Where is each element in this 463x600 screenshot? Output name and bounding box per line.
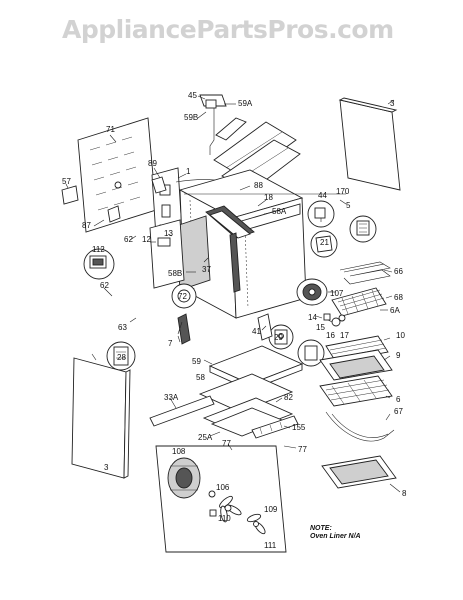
callout-62-top: 62 bbox=[124, 235, 133, 244]
callout-25A: 25A bbox=[198, 433, 213, 442]
callout-16: 16 bbox=[326, 331, 335, 340]
callout-59B: 59B bbox=[184, 113, 198, 122]
callout-110: 110 bbox=[218, 514, 231, 523]
callout-45: 45 bbox=[188, 91, 197, 100]
callout-58A: 58A bbox=[272, 207, 287, 216]
callout-68: 68 bbox=[394, 293, 403, 302]
side-panel-left bbox=[71, 353, 131, 479]
callout-89: 89 bbox=[148, 159, 157, 168]
callout-13: 13 bbox=[164, 229, 173, 238]
callout-44: 44 bbox=[318, 191, 327, 200]
callout-66: 66 bbox=[394, 267, 403, 276]
callout-62: 62 bbox=[100, 281, 109, 290]
oven-bottom-8 bbox=[321, 455, 397, 489]
callout-6A: 6A bbox=[390, 306, 400, 315]
callout-109: 109 bbox=[264, 505, 278, 514]
callout-29: 29 bbox=[274, 333, 283, 342]
leader-lines bbox=[65, 95, 401, 493]
bubble-21 bbox=[310, 230, 338, 258]
callout-59: 59 bbox=[192, 357, 201, 366]
callout-67: 67 bbox=[394, 407, 403, 416]
callout-37: 37 bbox=[202, 265, 211, 274]
broil-pan-9 bbox=[319, 349, 393, 381]
vent-trim-155 bbox=[251, 415, 299, 439]
callout-71: 71 bbox=[106, 125, 115, 134]
door-trim-33A bbox=[149, 395, 215, 427]
callout-112: 112 bbox=[92, 245, 105, 254]
callout-107: 107 bbox=[330, 289, 344, 298]
callout-14: 14 bbox=[308, 313, 317, 322]
fan-blade-111 bbox=[246, 513, 266, 535]
rear-bracket-57 bbox=[61, 185, 79, 205]
door-panels bbox=[198, 345, 304, 437]
callout-21: 21 bbox=[320, 238, 329, 247]
convection-fan-assembly bbox=[155, 445, 287, 553]
note-text: Oven Liner N/A bbox=[310, 533, 361, 540]
oven-front-frame bbox=[149, 219, 185, 289]
callout-87: 87 bbox=[82, 221, 91, 230]
callout-9: 9 bbox=[396, 351, 401, 360]
broil-pan-grid-68 bbox=[331, 287, 387, 317]
callout-33A: 33A bbox=[164, 393, 179, 402]
callout-77-a: 77 bbox=[222, 439, 231, 448]
callout-58: 58 bbox=[196, 373, 205, 382]
fan-blade-109 bbox=[219, 495, 242, 523]
callout-155: 155 bbox=[292, 423, 306, 432]
fan-motor-108 bbox=[167, 457, 201, 499]
bubble-hinge-112 bbox=[83, 248, 115, 280]
side-panel-right bbox=[338, 97, 401, 191]
callout-59A: 59A bbox=[238, 99, 253, 108]
callout-88: 88 bbox=[254, 181, 263, 190]
callout-72: 72 bbox=[178, 292, 187, 301]
callout-17: 17 bbox=[340, 331, 349, 340]
rear-panel bbox=[77, 117, 157, 233]
oven-liner-side bbox=[175, 205, 255, 293]
callout-63: 63 bbox=[118, 323, 127, 332]
bubble-44 bbox=[307, 200, 335, 228]
callout-108: 108 bbox=[172, 447, 186, 456]
callout-10: 10 bbox=[396, 331, 405, 340]
convection-fan-cover-107 bbox=[296, 278, 328, 306]
bake-element-67 bbox=[325, 411, 395, 442]
callout-12: 12 bbox=[142, 235, 151, 244]
note-label: NOTE: bbox=[310, 525, 332, 532]
callout-111: 111 bbox=[264, 541, 277, 550]
burner-bracket-assembly bbox=[199, 94, 247, 155]
callout-57: 57 bbox=[62, 177, 71, 186]
callout-58B: 58B bbox=[168, 269, 182, 278]
callout-15: 15 bbox=[316, 323, 325, 332]
callout-5: 5 bbox=[346, 201, 351, 210]
callout-labels: 45 59A 59B 3 71 57 89 1 88 87 18 58A 170… bbox=[62, 91, 407, 550]
callout-77-b: 77 bbox=[298, 445, 307, 454]
callout-3-bottom: 3 bbox=[104, 463, 109, 472]
callout-18: 18 bbox=[264, 193, 273, 202]
callout-106: 106 bbox=[216, 483, 230, 492]
callout-8: 8 bbox=[402, 489, 407, 498]
bubble-28 bbox=[106, 341, 136, 371]
callout-82: 82 bbox=[284, 393, 293, 402]
oven-light-assembly bbox=[323, 313, 346, 327]
door-hinge-7 bbox=[177, 313, 191, 345]
callout-7: 7 bbox=[168, 339, 173, 348]
watermark-text: AppliancePartsPros.com bbox=[62, 15, 394, 44]
bubble-59 bbox=[297, 339, 325, 367]
callout-170: 170 bbox=[336, 187, 350, 196]
bubble-72 bbox=[171, 283, 197, 309]
callout-6: 6 bbox=[396, 395, 401, 404]
callout-41: 41 bbox=[252, 327, 261, 336]
callout-1: 1 bbox=[186, 167, 191, 176]
broil-element-66 bbox=[339, 261, 391, 285]
callout-3-top: 3 bbox=[390, 99, 395, 108]
bubble-5 bbox=[349, 215, 377, 243]
oven-rack-6 bbox=[319, 375, 393, 407]
bubble-29 bbox=[268, 324, 294, 350]
callout-28: 28 bbox=[117, 353, 126, 362]
